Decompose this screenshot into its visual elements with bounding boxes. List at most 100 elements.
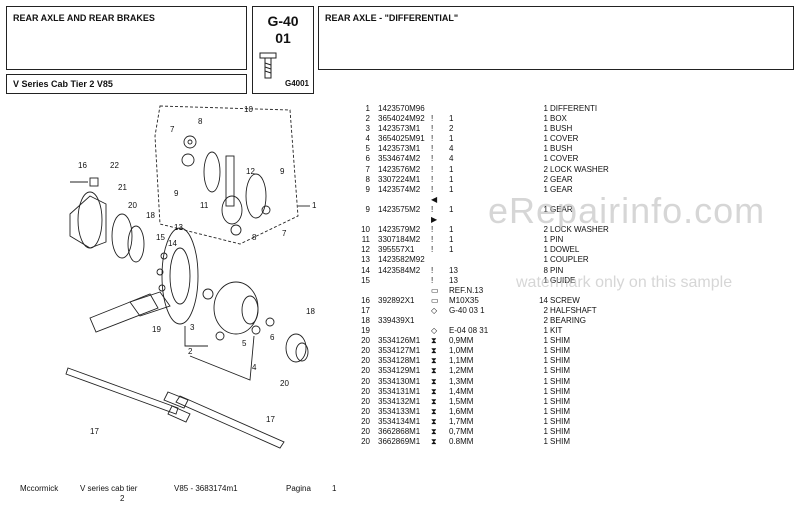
part-ref-qty: 1: [449, 174, 454, 184]
part-flag: ⧗: [431, 386, 437, 396]
part-description: KIT: [550, 326, 563, 336]
part-flag: !: [431, 275, 434, 285]
callout-8: 8: [198, 117, 203, 126]
part-quantity: 1: [543, 245, 548, 255]
part-quantity: 1: [543, 114, 548, 124]
part-quantity: 1: [543, 416, 548, 426]
part-description: LOCK WASHER: [550, 225, 609, 235]
callout-3: 3: [190, 323, 195, 332]
part-quantity: 1: [543, 235, 548, 245]
callout-17a: 17: [90, 427, 99, 436]
part-quantity: 2: [543, 315, 548, 325]
part-ref-qty: 4: [449, 154, 454, 164]
part-number-index: 18: [361, 315, 370, 325]
part-quantity: 1: [543, 326, 548, 336]
callout-22: 22: [110, 161, 119, 170]
part-code: 3534674M2: [378, 154, 421, 164]
part-code: 1423582M92: [378, 255, 425, 265]
part-code: 1423573M1: [378, 124, 421, 134]
callout-13: 13: [174, 223, 183, 232]
callout-18: 18: [146, 211, 155, 220]
part-quantity: 2: [543, 225, 548, 235]
part-code: 1423576M2: [378, 164, 421, 174]
part-ref-qty: 1,1MM: [449, 356, 474, 366]
group-sub: 01: [275, 30, 291, 46]
part-quantity: 1: [543, 144, 548, 154]
part-description: SHIM: [550, 356, 570, 366]
part-description: SHIM: [550, 366, 570, 376]
part-description: SHIM: [550, 396, 570, 406]
part-ref-qty: E-04 08 31: [449, 326, 489, 336]
callout-15: 15: [156, 233, 165, 242]
part-number-index: 10: [361, 225, 370, 235]
footer-page-num: 1: [332, 484, 337, 493]
part-flag: ▶: [431, 215, 438, 225]
callout-7: 7: [170, 125, 175, 134]
part-flag: !: [431, 164, 434, 174]
part-ref-qty: 1: [449, 164, 454, 174]
part-quantity: 1: [543, 396, 548, 406]
part-description: PIN: [550, 265, 564, 275]
parts-row: ◀: [356, 195, 776, 205]
part-flag: ◇: [431, 326, 438, 336]
part-quantity: 1: [543, 356, 548, 366]
callout-11: 11: [200, 201, 209, 210]
series-label: V Series Cab Tier 2 V85: [13, 79, 113, 89]
callout-21: 21: [118, 183, 127, 192]
part-ref-qty: 0.8MM: [449, 437, 474, 447]
part-number-index: 20: [361, 406, 370, 416]
part-code: 3534126M1: [378, 336, 421, 346]
part-code: 1423579M2: [378, 225, 421, 235]
bolt-icon: [259, 52, 277, 79]
part-quantity: 1: [543, 154, 548, 164]
footer-model-line2: 2: [120, 494, 125, 503]
part-code: 3534133M1: [378, 406, 421, 416]
part-number-index: 12: [361, 245, 370, 255]
part-quantity: 1: [543, 204, 548, 214]
callout-14: 14: [168, 239, 177, 248]
part-ref-qty: 2: [449, 124, 454, 134]
part-flag: ⧗: [431, 336, 437, 346]
part-quantity: 1: [543, 346, 548, 356]
part-ref-qty: REF.N.13: [449, 285, 484, 295]
part-code: 3534129M1: [378, 366, 421, 376]
group-code: G-40: [267, 13, 299, 29]
part-description: GUIDE: [550, 275, 576, 285]
part-number-index: 20: [361, 356, 370, 366]
part-code: 3307184M2: [378, 235, 421, 245]
callout-19: 19: [152, 325, 161, 334]
part-number-index: 6: [365, 154, 370, 164]
part-ref-qty: 1: [449, 235, 454, 245]
part-flag: ⧗: [431, 396, 437, 406]
part-quantity: 1: [543, 255, 548, 265]
part-flag: ⧗: [431, 366, 437, 376]
part-quantity: 14: [539, 295, 548, 305]
section-title: REAR AXLE AND REAR BRAKES: [13, 13, 155, 23]
part-number-index: 9: [365, 184, 370, 194]
part-description: SCREW: [550, 295, 580, 305]
part-number-index: 9: [365, 204, 370, 214]
callout-10: 10: [244, 105, 253, 114]
part-description: SHIM: [550, 427, 570, 436]
part-number-index: 2: [365, 114, 370, 124]
part-description: SHIM: [550, 346, 570, 356]
callout-12: 12: [246, 167, 255, 176]
part-quantity: 1: [543, 104, 548, 113]
part-number-index: 1: [365, 104, 370, 113]
part-flag: !: [431, 245, 434, 255]
callout-2: 2: [188, 347, 193, 356]
footer-model: V series cab tier: [80, 484, 138, 493]
